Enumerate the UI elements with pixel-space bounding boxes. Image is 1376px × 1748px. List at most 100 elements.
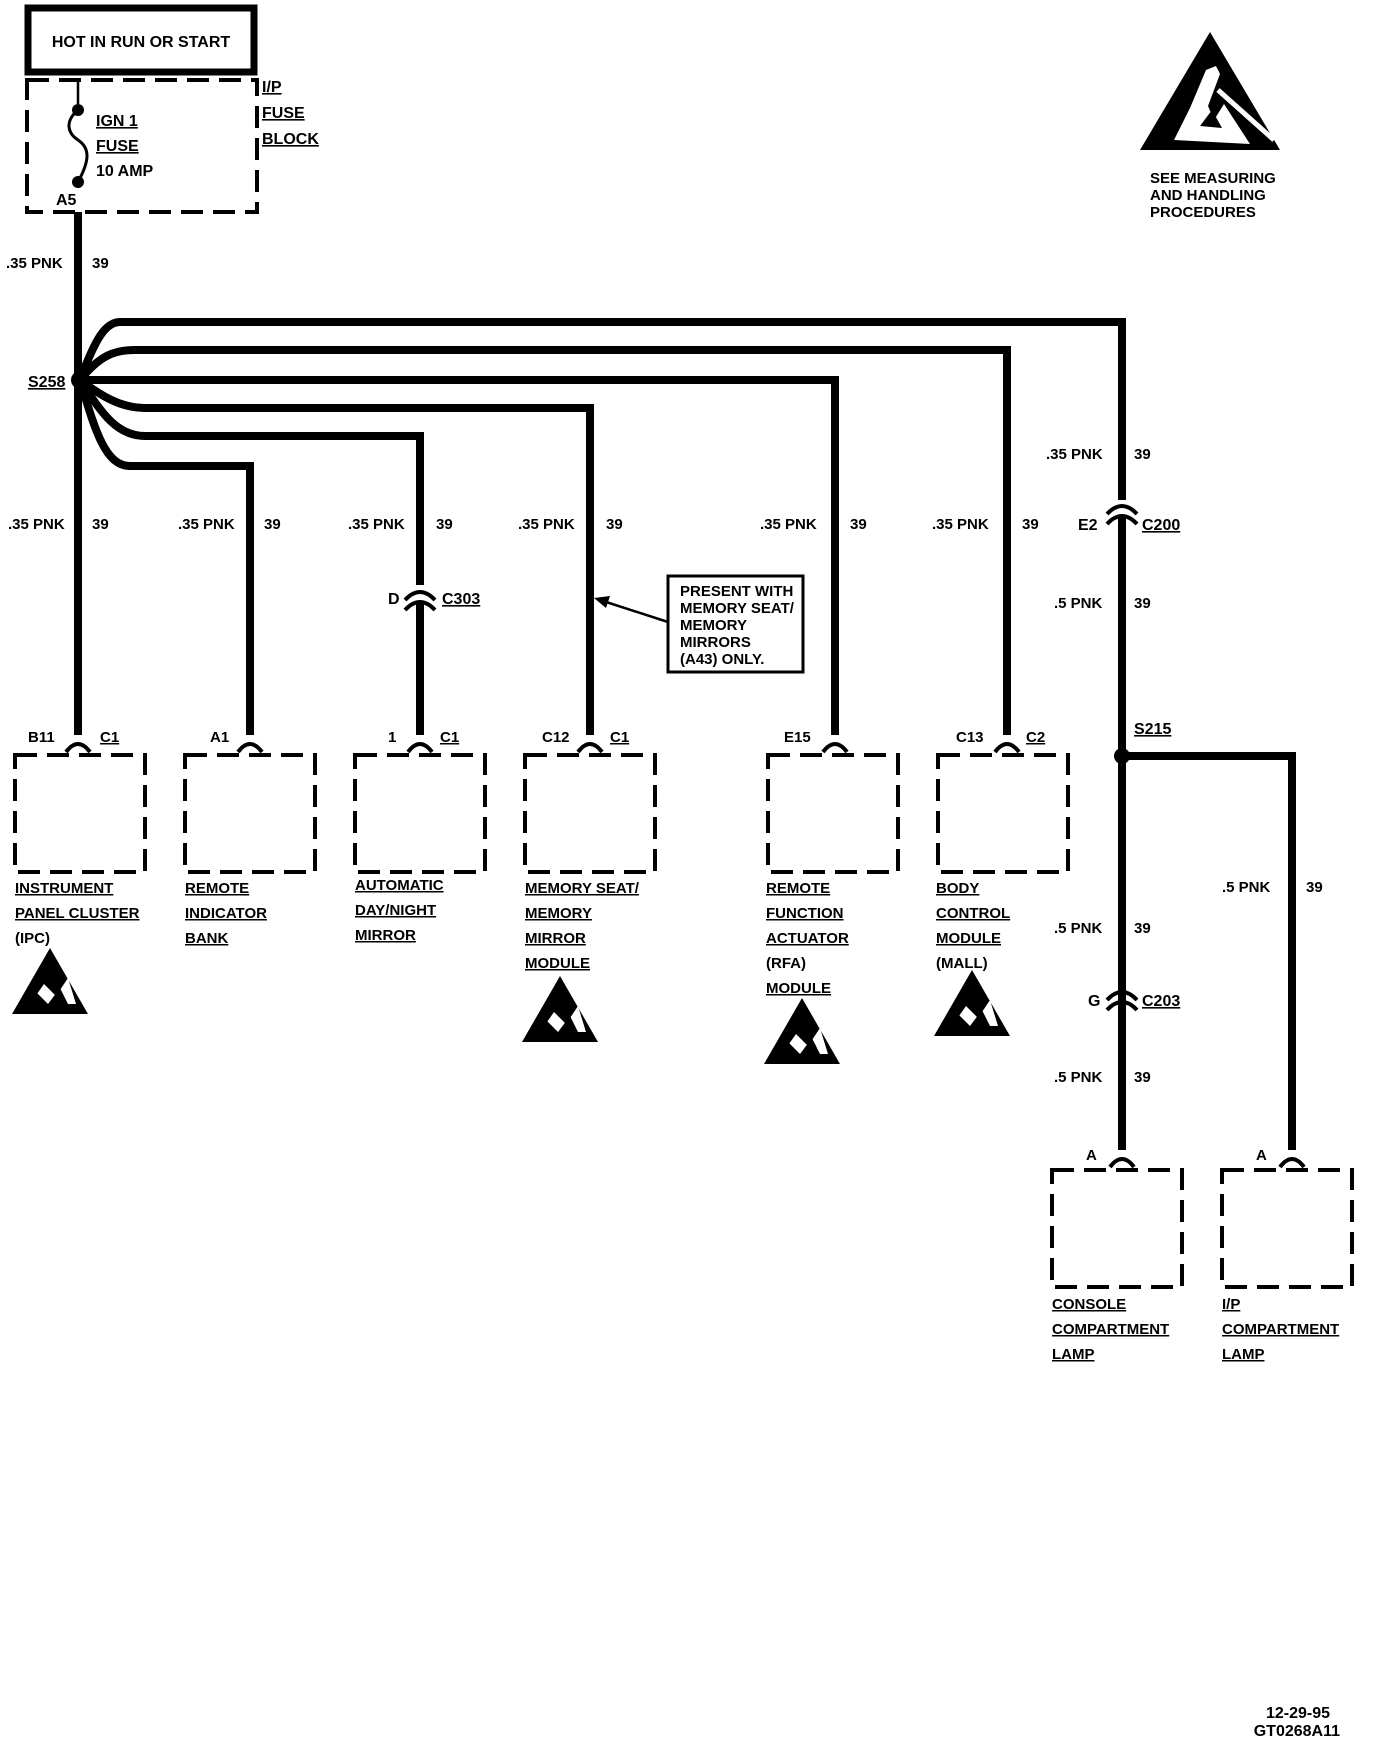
conn-label-memory: C1 [610,729,629,746]
esd-notice-1: SEE MEASURING [1150,170,1276,187]
component-bcm-line-1: BODY [936,880,979,897]
component-mirror-line-3: MIRROR [355,927,416,944]
pin-icon-ip-lamp [1278,1157,1306,1169]
pin-label-rfa: E15 [784,729,811,746]
connector-c200-label: C200 [1142,517,1180,534]
note-line-4: MIRRORS [680,634,751,651]
wire-circuit-c200-top: 39 [1134,446,1151,463]
wire-circuit-rfa: 39 [850,516,867,533]
esd-icon-rfa [764,998,840,1064]
branch-wire-rfa [80,376,839,735]
component-bcm [936,753,1070,874]
esd-notice-2: AND HANDLING [1150,187,1266,204]
footer-date: 12-29-95 [1266,1705,1330,1722]
connector-c303-pin: D [388,591,400,608]
pin-icon-memory [576,742,604,754]
wire-size-bcm: .35 PNK [932,516,989,533]
wire-size-c200-top: .35 PNK [1046,446,1103,463]
power-source-box [24,4,258,76]
conn-label-bcm: C2 [1026,729,1045,746]
component-rfa-line-1: REMOTE [766,880,830,897]
connector-c303-mate-icon [403,600,437,612]
wire-size-c203-top: .5 PNK [1054,920,1103,937]
pin-label-bcm: C13 [956,729,984,746]
feed-wire-circuit: 39 [92,255,109,272]
fuse-block-outline [25,78,259,214]
wire-size-memory: .35 PNK [518,516,575,533]
pin-label-indicator: A1 [210,729,229,746]
component-console-lamp-line-1: CONSOLE [1052,1296,1126,1313]
wire-size-c200-bottom: .5 PNK [1054,595,1103,612]
fuse-block-title-2: FUSE [262,105,305,122]
power-source-label: HOT IN RUN OR START [52,34,231,51]
component-console-lamp-line-3: LAMP [1052,1346,1095,1363]
component-rfa [766,753,900,874]
component-ipc-line-1: INSTRUMENT [15,880,113,897]
component-bcm-line-3: MODULE [936,930,1001,947]
note-line-5: (A43) ONLY. [680,651,764,668]
pin-label-memory: C12 [542,729,570,746]
component-rfa-line-4: (RFA) [766,955,806,972]
connector-c203-label: C203 [1142,993,1180,1010]
feed-wire-size: .35 PNK [6,255,63,272]
component-rfa-line-2: FUNCTION [766,905,844,922]
component-indicator-line-2: INDICATOR [185,905,267,922]
pin-icon-mirror [406,742,434,754]
wire-size-ip-lamp: .5 PNK [1222,879,1271,896]
component-memory-line-1: MEMORY SEAT/ [525,880,640,897]
connector-c203-mate-icon [1105,1000,1139,1012]
esd-icon-ipc [12,948,88,1014]
component-ipc [13,753,147,874]
wire-circuit-c203-bottom: 39 [1134,1069,1151,1086]
connector-c303-icon [403,590,437,602]
pin-label-mirror: 1 [388,729,396,746]
component-mirror-line-1: AUTOMATIC [355,877,444,894]
component-memory-line-4: MODULE [525,955,590,972]
esd-icon-bcm [934,970,1010,1036]
branch-wire-bcm [76,346,1011,735]
component-ip-lamp-line-2: COMPARTMENT [1222,1321,1339,1338]
component-ip-lamp [1220,1168,1354,1289]
branch-wire-indicator [76,378,254,735]
wire-size-indicator: .35 PNK [178,516,235,533]
connector-c200-icon [1105,504,1139,516]
component-ip-lamp-line-1: I/P [1222,1296,1240,1313]
wire-circuit-indicator: 39 [264,516,281,533]
wire-size-ipc: .35 PNK [8,516,65,533]
component-ip-lamp-line-3: LAMP [1222,1346,1265,1363]
conn-label-mirror: C1 [440,729,459,746]
pin-label-ipc: B11 [28,729,55,746]
note-line-2: MEMORY SEAT/ [680,600,795,617]
wire-size-c203-bottom: .5 PNK [1054,1069,1103,1086]
pin-label-ip-lamp: A [1256,1147,1267,1164]
note-arrow-head [594,596,610,608]
component-indicator-line-1: REMOTE [185,880,249,897]
connector-c200-pin: E2 [1078,517,1098,534]
fuse-icon [67,108,89,183]
wire-circuit-ip-lamp: 39 [1306,879,1323,896]
note-box [666,574,805,674]
pin-icon-indicator [236,742,264,754]
fuse-block-title-1: I/P [262,79,282,96]
fuse-terminal-bottom [72,176,84,188]
branch-wire-mirror [76,377,424,585]
connector-c303-label: C303 [442,591,480,608]
component-ipc-line-3: (IPC) [15,930,50,947]
esd-warning-icon [1140,32,1280,150]
fuse-block-title-3: BLOCK [262,131,319,148]
fuse-name-1: IGN 1 [96,113,138,130]
footer-code: GT0268A11 [1254,1723,1340,1740]
wire-size-mirror: .35 PNK [348,516,405,533]
note-line-1: PRESENT WITH [680,583,793,600]
fuse-name-2: FUSE [96,138,139,155]
pin-icon-console-lamp [1108,1157,1136,1169]
component-memory-line-2: MEMORY [525,905,592,922]
wire-s215-to-ip-lamp [1122,752,1296,1150]
connector-c200-mate-icon [1105,514,1139,526]
conn-label-ipc: C1 [100,729,119,746]
component-mirror-line-2: DAY/NIGHT [355,902,436,919]
component-indicator [183,753,317,874]
pin-icon-bcm [993,742,1021,754]
connector-c203-icon [1105,990,1139,1002]
